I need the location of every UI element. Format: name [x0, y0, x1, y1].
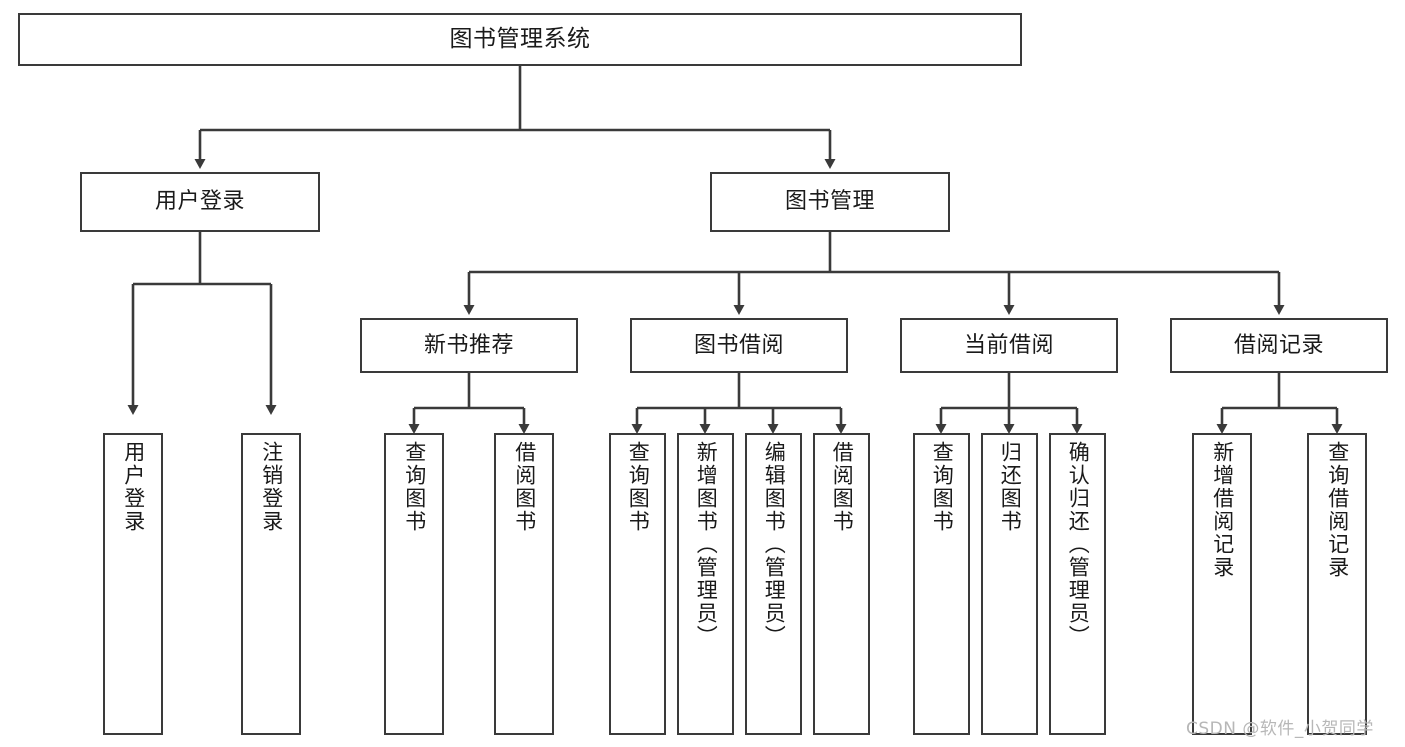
node-leaf-user-login[interactable]: 用户登录: [103, 433, 163, 735]
node-label: 图书管理系统: [449, 25, 591, 52]
node-label: 归还图书: [998, 441, 1023, 533]
node-label: 用户登录: [121, 441, 146, 533]
node-root-system[interactable]: 图书管理系统: [18, 13, 1022, 66]
node-label: 图书借阅: [693, 332, 784, 358]
node-current-borrow[interactable]: 当前借阅: [900, 318, 1118, 373]
node-label: 注销登录: [259, 441, 284, 533]
node-book-manage[interactable]: 图书管理: [710, 172, 950, 232]
node-leaf-query-record[interactable]: 查询借阅记录: [1307, 433, 1367, 735]
node-label: 借阅图书: [830, 441, 855, 533]
node-leaf-query-book-2[interactable]: 查询图书: [609, 433, 666, 735]
node-label: 新增借阅记录: [1210, 441, 1235, 579]
node-label: 借阅图书: [512, 441, 537, 533]
node-user-login[interactable]: 用户登录: [80, 172, 320, 232]
node-label: 用户登录: [154, 189, 245, 215]
node-label: 借阅记录: [1233, 332, 1324, 358]
node-label: 查询图书: [402, 441, 427, 533]
node-leaf-edit-book[interactable]: 编辑图书（管理员）: [745, 433, 802, 735]
node-leaf-confirm-return[interactable]: 确认归还（管理员）: [1049, 433, 1106, 735]
node-leaf-add-book[interactable]: 新增图书（管理员）: [677, 433, 734, 735]
node-label: 确认归还（管理员）: [1066, 441, 1091, 648]
node-borrow-record[interactable]: 借阅记录: [1170, 318, 1388, 373]
node-label: 编辑图书（管理员）: [762, 441, 787, 648]
csdn-watermark: CSDN @软件_小贺同学: [1186, 719, 1374, 739]
node-leaf-borrow-book-1[interactable]: 借阅图书: [494, 433, 554, 735]
node-label: 新增图书（管理员）: [694, 441, 719, 648]
node-label: 当前借阅: [963, 332, 1054, 358]
node-label: 图书管理: [784, 189, 875, 215]
node-new-book-recommend[interactable]: 新书推荐: [360, 318, 578, 373]
node-label: 查询借阅记录: [1325, 441, 1350, 579]
node-book-borrow[interactable]: 图书借阅: [630, 318, 848, 373]
node-leaf-logout[interactable]: 注销登录: [241, 433, 301, 735]
node-label: 查询图书: [626, 441, 651, 533]
node-leaf-return-book[interactable]: 归还图书: [981, 433, 1038, 735]
node-leaf-query-book-1[interactable]: 查询图书: [384, 433, 444, 735]
node-label: 新书推荐: [423, 332, 514, 358]
node-leaf-add-record[interactable]: 新增借阅记录: [1192, 433, 1252, 735]
node-leaf-query-book-3[interactable]: 查询图书: [913, 433, 970, 735]
node-leaf-borrow-book-2[interactable]: 借阅图书: [813, 433, 870, 735]
node-label: 查询图书: [930, 441, 955, 533]
